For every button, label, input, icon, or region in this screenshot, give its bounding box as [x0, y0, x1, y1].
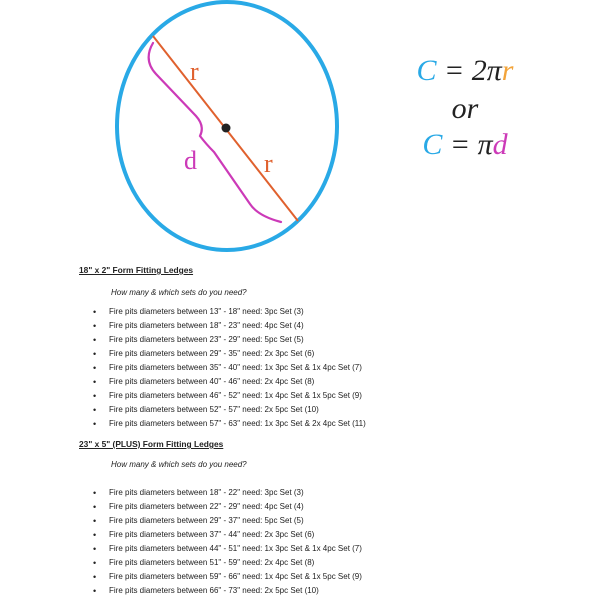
list-item: Fire pits diameters between 44" - 51" ne… — [0, 542, 362, 556]
circumference-formula-radius: C = 2πr — [400, 56, 530, 86]
section1-question: How many & which sets do you need? — [111, 288, 247, 297]
list-item: Fire pits diameters between 66" - 73" ne… — [0, 584, 362, 598]
list-item: Fire pits diameters between 57" - 63" ne… — [0, 417, 366, 431]
radius-label-top: r — [190, 57, 199, 86]
formula-d-symbol: d — [492, 128, 508, 161]
list-item: Fire pits diameters between 29" - 35" ne… — [0, 347, 366, 361]
formula-equals-pi: = π — [442, 128, 493, 161]
list-item: Fire pits diameters between 29" - 37" ne… — [0, 514, 362, 528]
list-item: Fire pits diameters between 18" - 22" ne… — [0, 486, 362, 500]
diameter-label: d — [184, 146, 197, 175]
list-item: Fire pits diameters between 23" - 29" ne… — [0, 333, 366, 347]
section2-set-list: Fire pits diameters between 18" - 22" ne… — [0, 486, 362, 598]
section1-heading: 18" x 2" Form Fitting Ledges — [79, 265, 194, 275]
list-item: Fire pits diameters between 37" - 44" ne… — [0, 528, 362, 542]
circle-diagram: r r d — [115, 0, 339, 252]
section2-heading: 23" x 5" (PLUS) Form Fitting Ledges — [79, 439, 224, 449]
diameter-brace — [147, 41, 283, 224]
list-item: Fire pits diameters between 46" - 52" ne… — [0, 389, 366, 403]
list-item: Fire pits diameters between 51" - 59" ne… — [0, 556, 362, 570]
list-item: Fire pits diameters between 18" - 23" ne… — [0, 319, 366, 333]
list-item: Fire pits diameters between 59" - 66" ne… — [0, 570, 362, 584]
formula-or-text: or — [451, 92, 479, 125]
formula-c-symbol: C — [416, 54, 437, 87]
list-item: Fire pits diameters between 40" - 46" ne… — [0, 375, 366, 389]
list-item: Fire pits diameters between 22" - 29" ne… — [0, 500, 362, 514]
formula-r-symbol: r — [501, 54, 514, 87]
list-item: Fire pits diameters between 52" - 57" ne… — [0, 403, 366, 417]
list-item: Fire pits diameters between 35" - 40" ne… — [0, 361, 366, 375]
radius-label-bottom: r — [264, 149, 273, 178]
center-dot — [221, 123, 231, 133]
formula-c-symbol: C — [422, 128, 443, 161]
list-item: Fire pits diameters between 13" - 18" ne… — [0, 305, 366, 319]
circle-outline — [115, 0, 339, 252]
formula-equals-2pi: = 2π — [436, 54, 502, 87]
section2-question: How many & which sets do you need? — [111, 460, 247, 469]
circumference-formula-diameter: C = πd — [400, 130, 530, 160]
section1-set-list: Fire pits diameters between 13" - 18" ne… — [0, 305, 366, 431]
